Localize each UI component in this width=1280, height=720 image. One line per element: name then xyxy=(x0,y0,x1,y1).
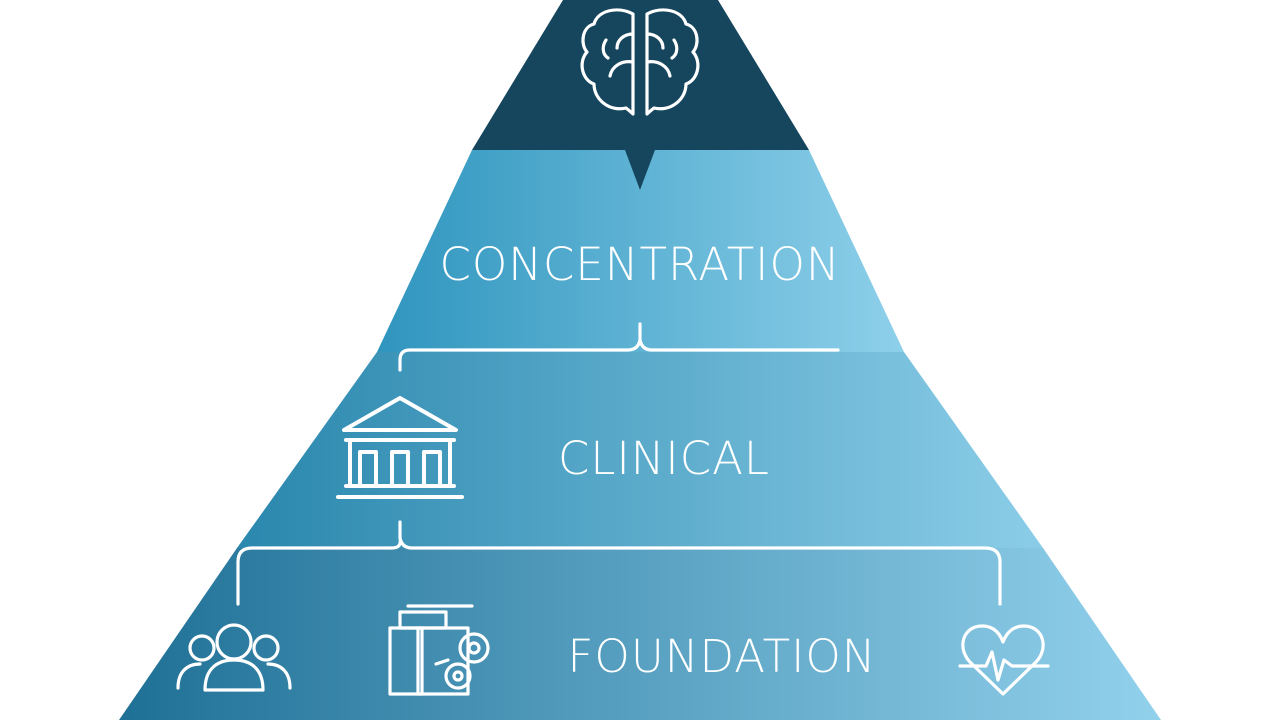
books-icon xyxy=(388,604,490,696)
clinical-bracket xyxy=(236,520,1002,606)
foundation-tier xyxy=(119,548,1161,720)
clinical-label: CLINICAL xyxy=(558,432,770,485)
concentration-bracket xyxy=(398,322,840,372)
foundation-label: FOUNDATION xyxy=(568,630,877,683)
heart-pulse-icon xyxy=(958,624,1050,696)
concentration-label: CONCENTRATION xyxy=(439,238,840,291)
brain-icon xyxy=(580,8,700,116)
institution-icon xyxy=(336,396,464,499)
people-group-icon xyxy=(176,623,292,692)
concentration-tier xyxy=(377,150,904,352)
top-tier xyxy=(472,0,809,190)
